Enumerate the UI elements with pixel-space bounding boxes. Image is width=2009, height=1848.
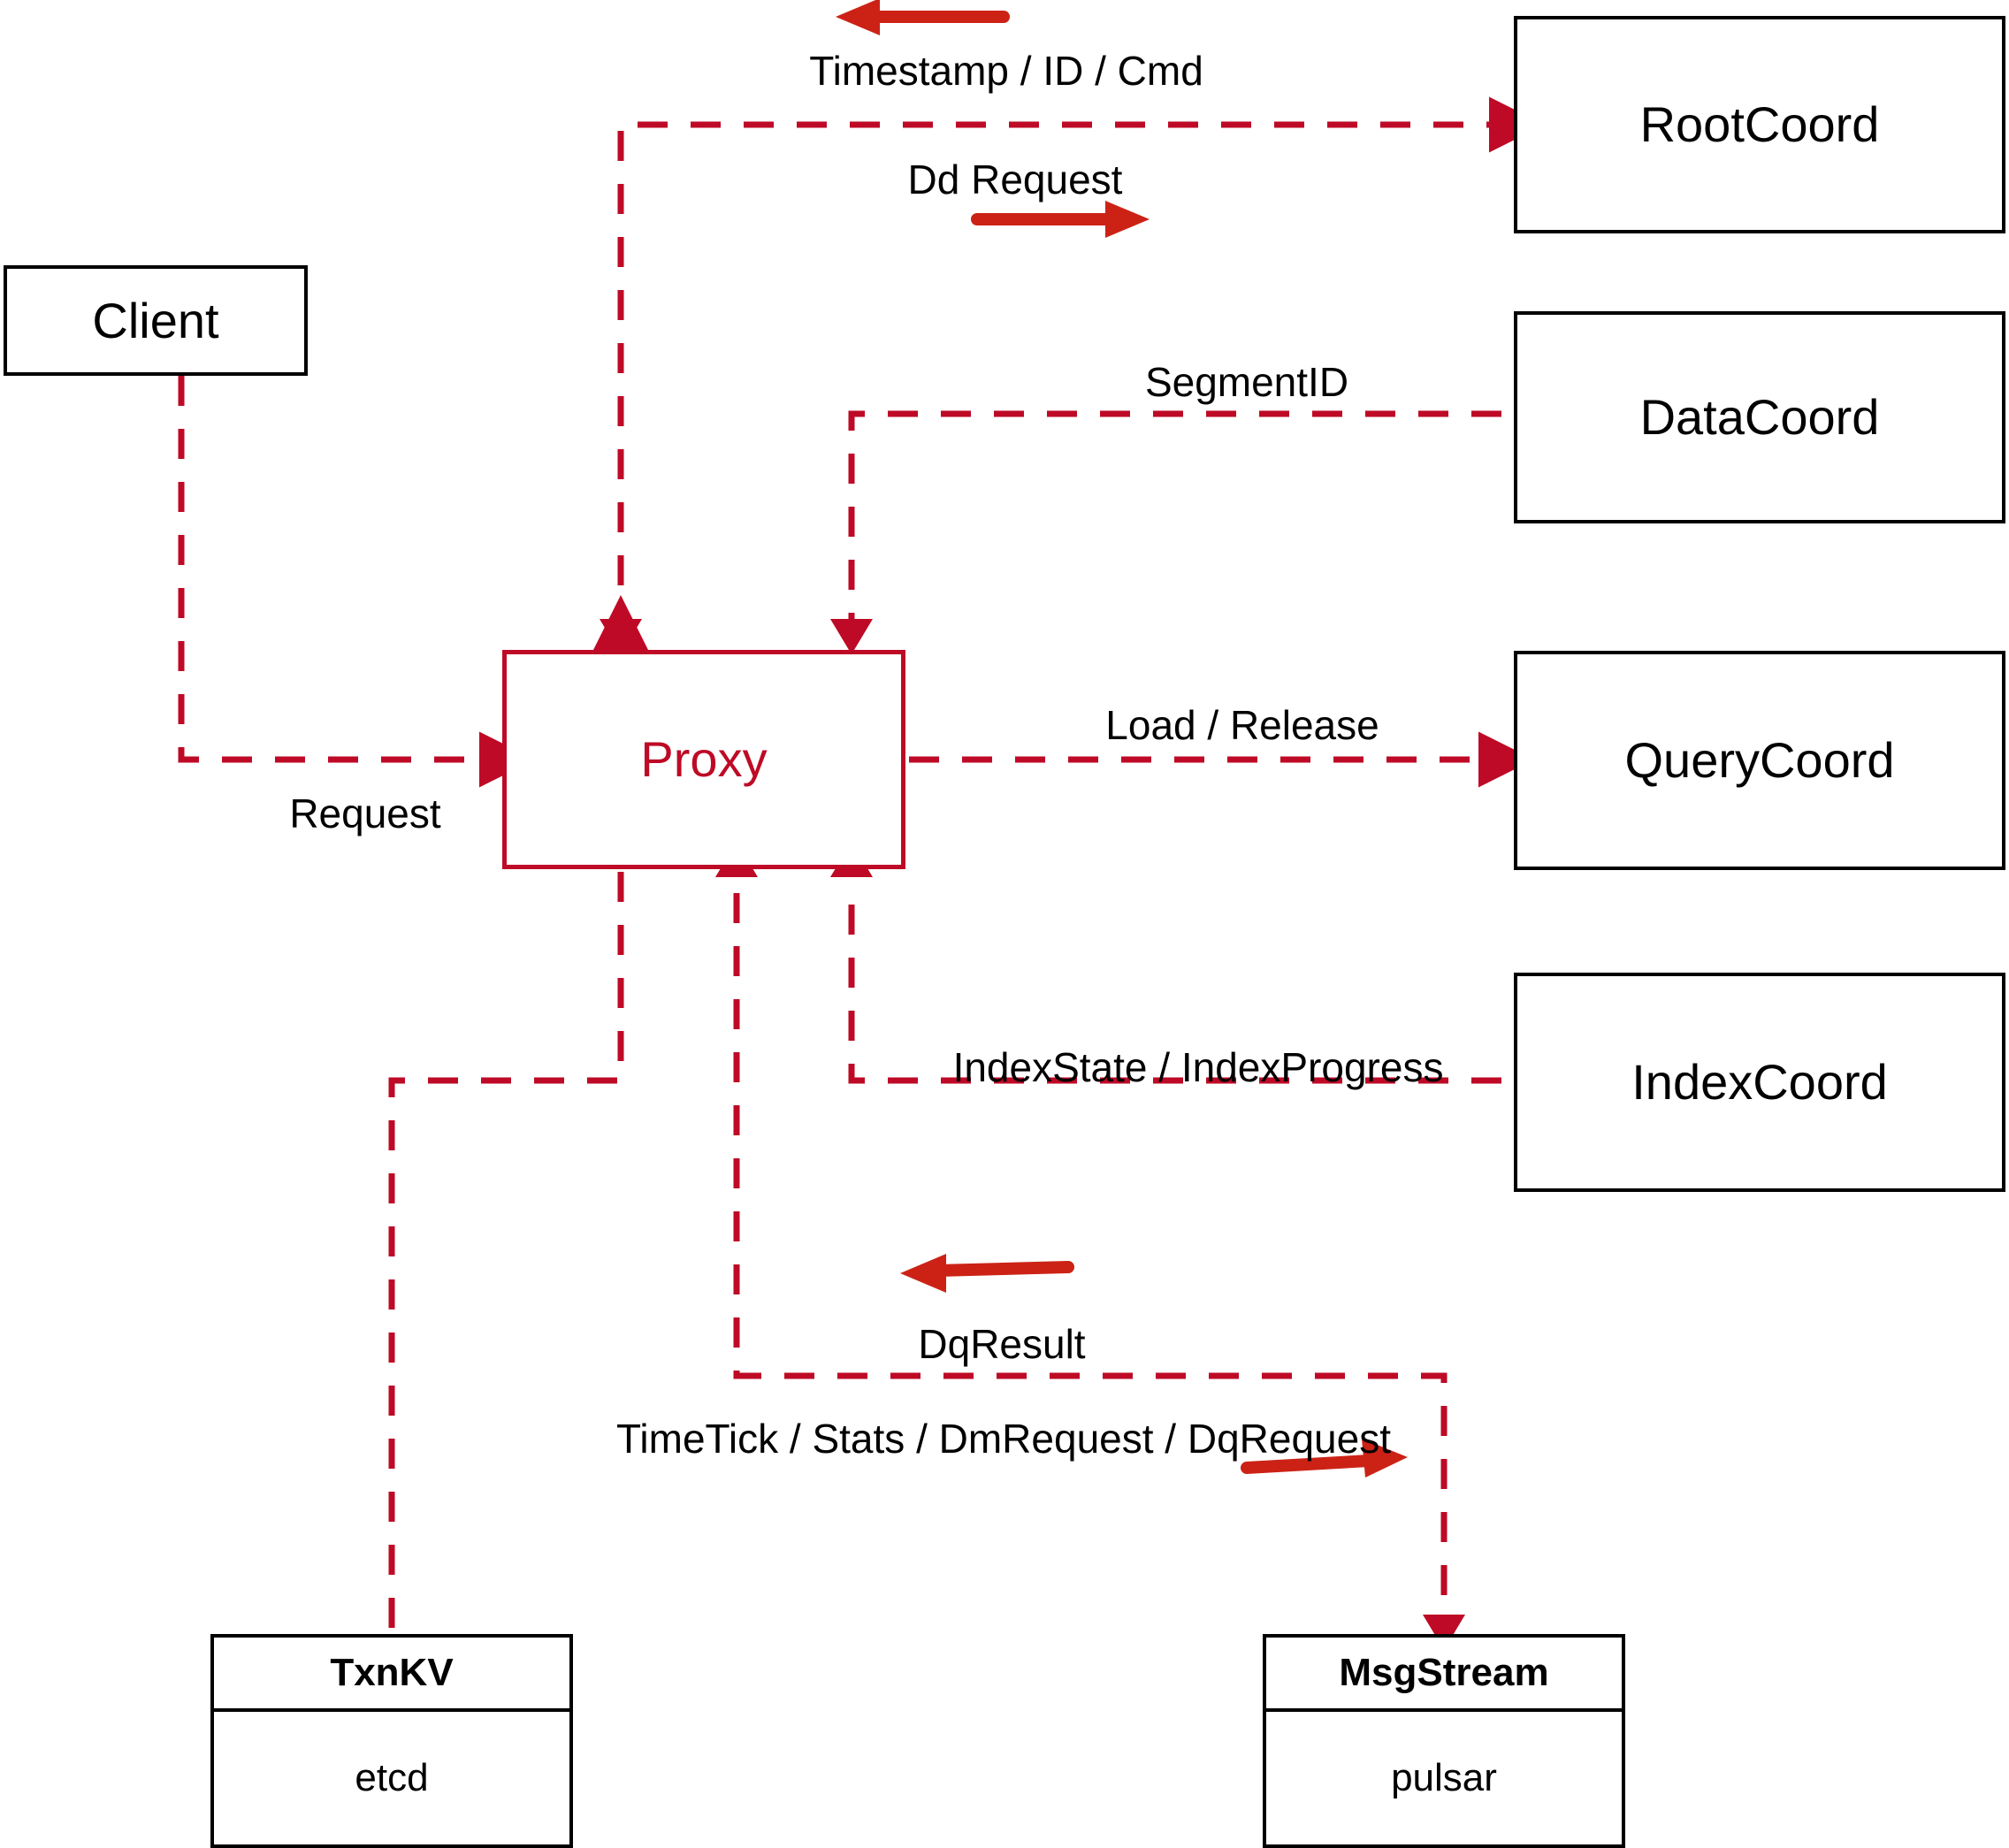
- node-client-label: Client: [92, 292, 219, 348]
- node-query-coord-label: QueryCoord: [1624, 732, 1895, 788]
- accent-arrow-dqresult: [900, 1254, 1074, 1293]
- node-root-coord-label: RootCoord: [1639, 96, 1880, 152]
- node-txnkv[interactable]: TxnKV etcd: [210, 1634, 573, 1848]
- accent-arrow-dd-request: [971, 201, 1150, 238]
- edge-datacoord-to-proxy: [848, 410, 1501, 638]
- edge-label-dd-request: Dd Request: [907, 157, 1123, 202]
- arrowhead-datacoord-into-proxy: [830, 619, 873, 654]
- edge-client-to-proxy: [178, 376, 535, 788]
- arrowhead-rootcoord-into-proxy: [600, 619, 642, 654]
- node-index-coord[interactable]: IndexCoord: [1514, 973, 2005, 1192]
- node-query-coord[interactable]: QueryCoord: [1514, 651, 2005, 870]
- edge-label-index-state-progress: IndexState / IndexProgress: [952, 1044, 1444, 1090]
- node-data-coord-label: DataCoord: [1639, 389, 1880, 445]
- edge-proxy-to-rootcoord: [592, 96, 1545, 651]
- arrowhead-into-msgstream: [1423, 1615, 1465, 1650]
- node-msgstream-body: pulsar: [1391, 1756, 1497, 1799]
- edge-indexcoord-to-proxy: [848, 893, 1501, 1084]
- node-txnkv-body: etcd: [355, 1756, 429, 1799]
- node-root-coord[interactable]: RootCoord: [1514, 16, 2005, 233]
- edge-label-load-release: Load / Release: [1105, 702, 1379, 748]
- edge-label-request: Request: [289, 790, 441, 836]
- edge-proxy-msgstream: [733, 893, 1448, 1623]
- node-msgstream[interactable]: MsgStream pulsar: [1263, 1634, 1625, 1848]
- accent-arrow-timetick: [1241, 1439, 1408, 1478]
- edge-label-segment-id: SegmentID: [1144, 359, 1349, 405]
- node-client[interactable]: Client: [4, 265, 308, 376]
- node-msgstream-header: MsgStream: [1266, 1638, 1622, 1712]
- accent-arrow-timestamp: [836, 0, 1010, 35]
- node-data-coord[interactable]: DataCoord: [1514, 311, 2005, 523]
- node-proxy[interactable]: Proxy: [502, 650, 905, 869]
- edge-label-timetick-stats: TimeTick / Stats / DmRequest / DqRequest: [616, 1416, 1391, 1462]
- node-txnkv-header: TxnKV: [214, 1638, 569, 1712]
- edge-proxy-to-txnkv: [388, 872, 624, 1634]
- edge-label-dq-result: DqResult: [918, 1321, 1086, 1367]
- edge-label-timestamp-id-cmd: Timestamp / ID / Cmd: [809, 48, 1203, 94]
- node-proxy-label: Proxy: [640, 731, 768, 787]
- node-index-coord-label: IndexCoord: [1631, 1054, 1888, 1110]
